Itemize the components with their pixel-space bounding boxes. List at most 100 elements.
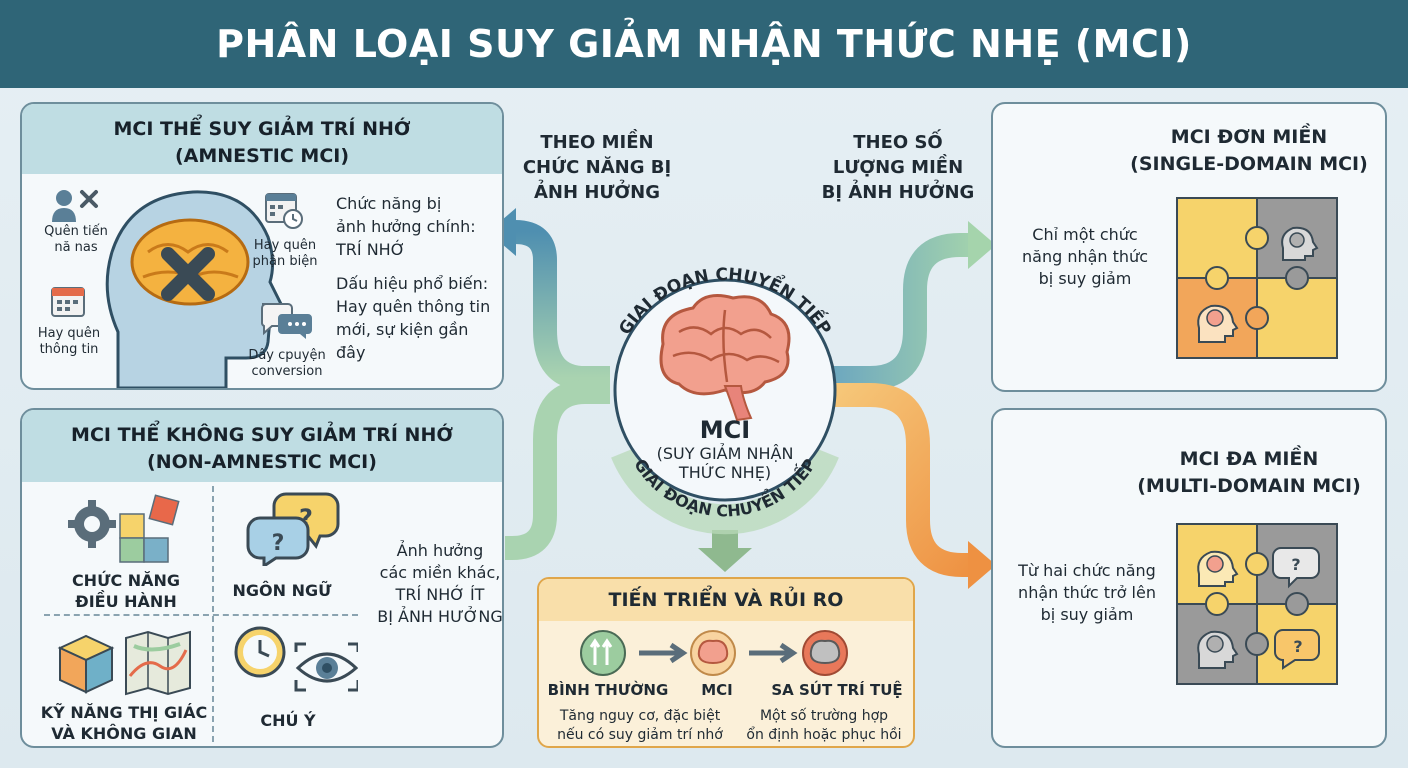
arrow-head-single xyxy=(968,221,996,269)
progression-panel: TIẾN TRIỂN VÀ RỦI RO BÌNH THƯỜNG MCI SA … xyxy=(537,577,915,748)
multi-domain-puzzle: ? ? xyxy=(1176,523,1338,685)
note-left-1: Tăng nguy cơ, đặc biệt xyxy=(559,708,721,724)
non-amnestic-subtitle: (NON-AMNESTIC MCI) xyxy=(147,451,377,473)
arrow-to-single xyxy=(825,233,980,390)
multi-domain-panel: MCI ĐA MIỀN (MULTI-DOMAIN MCI) Từ hai ch… xyxy=(991,408,1387,748)
multi-title-2: (MULTI-DOMAIN MCI) xyxy=(1137,475,1361,497)
note-right-1: Một số trường hợp xyxy=(759,708,889,724)
language-label: NGÔN NGỮ xyxy=(232,581,332,600)
single-desc-2: năng nhận thức xyxy=(1022,247,1148,266)
stage-normal: BÌNH THƯỜNG xyxy=(547,681,669,699)
amnestic-description: Chức năng bị ảnh hưởng chính: TRÍ NHỚ Dấ… xyxy=(336,192,502,364)
note-left-2: nếu có suy giảm trí nhớ xyxy=(557,727,723,743)
center-sub-1: (SUY GIẢM NHẬN xyxy=(657,443,794,463)
amnestic-desc-2: ảnh hưởng chính: xyxy=(336,217,476,236)
head-brain-illustration xyxy=(105,190,288,388)
page-title: PHÂN LOẠI SUY GIẢM NHẬN THỨC NHẸ (MCI) xyxy=(216,22,1192,66)
clock-eye-icon xyxy=(234,626,358,692)
multi-title-1: MCI ĐA MIỀN xyxy=(1179,448,1319,470)
single-title-1: MCI ĐƠN MIỀN xyxy=(1170,126,1328,148)
multi-domain-description: Từ hai chức năng nhận thức trở lên bị su… xyxy=(1001,560,1173,626)
gear-puzzle-icon xyxy=(68,494,180,563)
arrow-head-multi xyxy=(968,541,996,589)
question-bubble-gray-icon: ? xyxy=(1272,547,1320,589)
svg-text:?: ? xyxy=(1291,555,1300,574)
non-amnestic-desc-4: BỊ ẢNH HƯỞNG xyxy=(377,607,503,626)
single-desc-1: Chỉ một chức xyxy=(1032,225,1138,244)
title-bar: PHÂN LOẠI SUY GIẢM NHẬN THỨC NHẸ (MCI) xyxy=(0,0,1408,88)
visuospatial-label: KỸ NĂNG THỊ GIÁC VÀ KHÔNG GIAN xyxy=(36,702,212,744)
stage-dementia: SA SÚT TRÍ TUỆ xyxy=(771,681,903,699)
by-count-line-2: LƯỢNG MIỀN xyxy=(832,157,964,178)
normal-icon xyxy=(580,630,626,676)
arrow-down-progression xyxy=(698,530,752,572)
center-sub-2: THỨC NHẸ) xyxy=(678,463,771,482)
stage-mci: MCI xyxy=(701,681,733,699)
svg-text:?: ? xyxy=(272,531,285,556)
non-amnestic-desc-2: các miền khác, xyxy=(379,563,501,582)
brain-icon xyxy=(659,294,791,422)
calendar-icon xyxy=(51,287,85,317)
by-domain-line-3: ẢNH HƯỞNG xyxy=(534,182,660,203)
amnestic-sign-4: đây xyxy=(336,343,366,362)
progress-arrow-2 xyxy=(749,642,798,664)
single-domain-description: Chỉ một chức năng nhận thức bị suy giảm xyxy=(1001,224,1169,290)
non-amnestic-desc-3: TRÍ NHỚ ÍT xyxy=(395,585,485,604)
single-desc-3: bị suy giảm xyxy=(1038,269,1132,288)
progression-title: TIẾN TRIỂN VÀ RỦI RO xyxy=(539,579,913,621)
exec-line-2: ĐIỀU HÀNH xyxy=(75,592,177,611)
center-name: MCI xyxy=(700,416,750,444)
forget-info-label: Hay quên thông tin xyxy=(37,326,101,357)
exec-line-1: CHỨC NĂNG xyxy=(71,571,181,590)
non-amnestic-desc-1: Ảnh hưởng xyxy=(396,541,484,560)
amnestic-subtitle: (AMNESTIC MCI) xyxy=(174,145,350,167)
center-mci-node: GIAI ĐOẠN CHUYỂN TIẾP GIAI ĐOẠN CHUYỂN T… xyxy=(611,265,839,535)
non-amnestic-title: MCI THỂ KHÔNG SUY GIẢM TRÍ NHỚ xyxy=(71,424,453,446)
non-amnestic-header: MCI THỂ KHÔNG SUY GIẢM TRÍ NHỚ (NON-AMNE… xyxy=(22,410,502,482)
calendar-clock-icon xyxy=(265,193,303,229)
progression-note-left: Tăng nguy cơ, đặc biệt nếu có suy giảm t… xyxy=(545,707,735,745)
note-right-2: ổn định hoặc phục hồi xyxy=(746,727,902,743)
by-count-label: THEO SỐ LƯỢNG MIỀN BỊ ẢNH HƯỞNG xyxy=(818,130,978,205)
multi-desc-2: nhận thức trở lên xyxy=(1018,583,1156,602)
multi-desc-3: bị suy giảm xyxy=(1040,605,1134,624)
arrow-to-non-amnestic xyxy=(505,380,610,560)
amnestic-panel: MCI THỂ SUY GIẢM TRÍ NHỚ (AMNESTIC MCI) … xyxy=(20,102,504,390)
by-domain-label: THEO MIỀN CHỨC NĂNG BỊ ẢNH HƯỞNG xyxy=(522,130,672,205)
executive-function-label: CHỨC NĂNG ĐIỀU HÀNH xyxy=(56,570,196,612)
person-x-icon xyxy=(52,190,98,222)
progression-note-right: Một số trường hợp ổn định hoặc phục hồi xyxy=(739,707,909,745)
cross-mark xyxy=(161,247,215,301)
progression-icons xyxy=(580,630,848,676)
arrow-to-amnestic xyxy=(500,220,610,390)
visual-line-1: KỸ NĂNG THỊ GIÁC xyxy=(40,703,208,722)
cube-map-icon xyxy=(57,630,191,696)
speech-question-icon: ? ? xyxy=(246,492,340,566)
forget-names-label: Quên tiến nă nas xyxy=(44,224,108,255)
amnestic-desc-3: TRÍ NHỚ xyxy=(336,240,406,259)
single-title-2: (SINGLE-DOMAIN MCI) xyxy=(1130,153,1368,175)
forget-debate-label: Hay quên phận biện xyxy=(252,238,318,269)
visual-line-2: VÀ KHÔNG GIAN xyxy=(51,724,197,743)
divider-horizontal xyxy=(44,614,358,616)
svg-text:?: ? xyxy=(1293,637,1302,656)
single-domain-panel: MCI ĐƠN MIỀN (SINGLE-DOMAIN MCI) Chỉ một… xyxy=(991,102,1387,392)
by-count-line-1: THEO SỐ xyxy=(853,132,943,153)
amnestic-sign-2: Hay quên thông tin xyxy=(336,297,491,316)
by-domain-line-1: THEO MIỀN xyxy=(540,132,654,153)
single-domain-puzzle xyxy=(1176,197,1338,359)
non-amnestic-description: Ảnh hưởng các miền khác, TRÍ NHỚ ÍT BỊ Ả… xyxy=(372,540,503,628)
head-brain-gray-icon-2 xyxy=(1197,630,1239,669)
conversation-label: Dây cpuyện conversion xyxy=(248,348,326,379)
head-brain-gray-icon xyxy=(1281,226,1319,261)
by-domain-line-2: CHỨC NĂNG BỊ xyxy=(522,157,672,178)
by-count-line-3: BỊ ẢNH HƯỞNG xyxy=(821,182,975,203)
amnestic-desc-1: Chức năng bị xyxy=(336,194,442,213)
single-domain-title: MCI ĐƠN MIỀN (SINGLE-DOMAIN MCI) xyxy=(1113,124,1385,178)
attention-label: CHÚ Ý xyxy=(260,711,316,730)
chat-bubbles-icon xyxy=(260,303,312,339)
non-amnestic-panel: MCI THỂ KHÔNG SUY GIẢM TRÍ NHỚ (NON-AMNE… xyxy=(20,408,504,748)
multi-domain-title: MCI ĐA MIỀN (MULTI-DOMAIN MCI) xyxy=(1113,446,1385,500)
head-brain-orange-icon xyxy=(1197,304,1239,343)
